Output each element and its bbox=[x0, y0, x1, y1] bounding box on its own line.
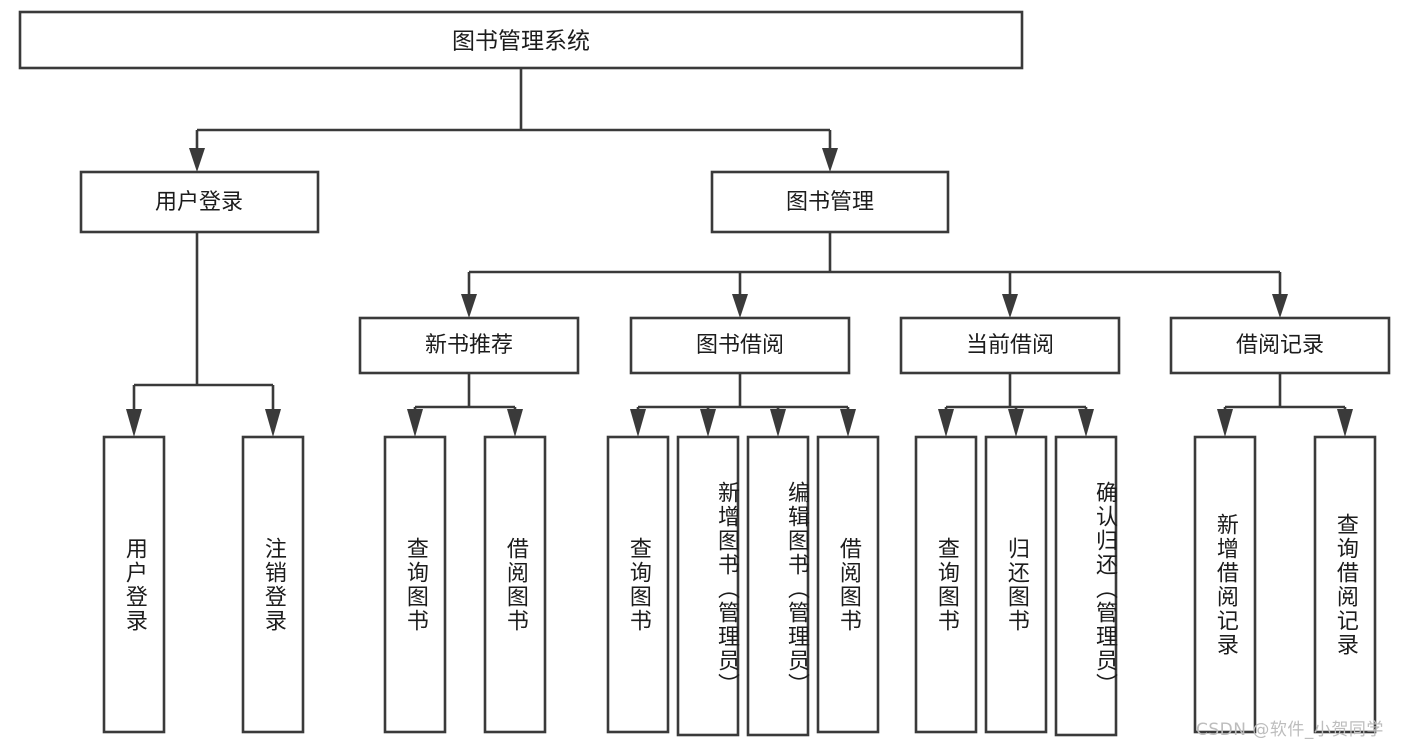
arrow-book-borrow-leaf4-icon bbox=[840, 409, 856, 437]
csdn-watermark: CSDN @软件_小贺同学 bbox=[1196, 720, 1384, 740]
node-book-manage-box[interactable] bbox=[710, 170, 950, 234]
leaf-box-current-borrow-1[interactable] bbox=[914, 435, 978, 734]
edges-current-borrow-to-leaves bbox=[938, 373, 1094, 437]
arrow-borrow-record-leaf1-icon bbox=[1217, 409, 1233, 437]
edges-borrow-record-to-leaves bbox=[1217, 373, 1353, 437]
leaf-box-new-book-2[interactable] bbox=[483, 435, 547, 734]
arrow-new-book-leaf2-icon bbox=[507, 409, 523, 437]
arrow-user-login-leaf2-icon bbox=[265, 409, 281, 437]
arrow-current-borrow-leaf1-icon bbox=[938, 409, 954, 437]
node-user-login-box[interactable] bbox=[79, 170, 320, 234]
node-root[interactable]: 图书管理系统 bbox=[18, 10, 1024, 70]
leaf-box-borrow-record-2[interactable] bbox=[1313, 435, 1377, 734]
edges-book-manage-to-level3 bbox=[461, 232, 1288, 318]
node-new-book-recommend[interactable]: 新书推荐 bbox=[358, 316, 580, 375]
node-book-borrow-label: 图书借阅 bbox=[696, 333, 784, 358]
arrow-new-book-leaf1-icon bbox=[407, 409, 423, 437]
leaf-box-book-borrow-1[interactable] bbox=[606, 435, 670, 734]
leaf-box-current-borrow-3[interactable] bbox=[1054, 435, 1118, 737]
arrow-to-book-manage-icon bbox=[822, 148, 838, 172]
node-borrow-record-label: 借阅记录 bbox=[1236, 333, 1324, 358]
leaf-box-current-borrow-2[interactable] bbox=[984, 435, 1048, 734]
node-book-manage[interactable]: 图书管理 bbox=[710, 170, 950, 234]
node-current-borrow-label: 当前借阅 bbox=[966, 333, 1054, 358]
arrow-user-login-leaf1-icon bbox=[126, 409, 142, 437]
leaf-box-user-login-2[interactable] bbox=[241, 435, 305, 734]
edges-book-borrow-to-leaves bbox=[630, 373, 856, 437]
node-root-box[interactable] bbox=[18, 10, 1024, 70]
leaf-box-book-borrow-3[interactable] bbox=[746, 435, 810, 737]
leaf-box-book-borrow-2[interactable] bbox=[676, 435, 740, 737]
arrow-book-borrow-leaf1-icon bbox=[630, 409, 646, 437]
leaf-box-user-login-1[interactable] bbox=[102, 435, 166, 734]
arrow-current-borrow-leaf2-icon bbox=[1008, 409, 1024, 437]
arrow-borrow-record-leaf2-icon bbox=[1337, 409, 1353, 437]
arrow-to-user-login-icon bbox=[189, 148, 205, 172]
arrow-book-borrow-leaf3-icon bbox=[770, 409, 786, 437]
node-current-borrow[interactable]: 当前借阅 bbox=[899, 316, 1121, 375]
arrow-to-new-book-icon bbox=[461, 294, 477, 318]
edges-user-login-to-leaves bbox=[126, 232, 281, 437]
edges-new-book-to-leaves bbox=[407, 373, 523, 437]
node-current-borrow-box[interactable] bbox=[899, 316, 1121, 375]
node-new-book-recommend-label: 新书推荐 bbox=[425, 333, 513, 358]
arrow-book-borrow-leaf2-icon bbox=[700, 409, 716, 437]
edges-root-to-level2 bbox=[189, 68, 838, 172]
node-user-login[interactable]: 用户登录 bbox=[79, 170, 320, 234]
leaf-box-borrow-record-1[interactable] bbox=[1193, 435, 1257, 734]
node-new-book-recommend-box[interactable] bbox=[358, 316, 580, 375]
arrow-to-current-borrow-icon bbox=[1002, 294, 1018, 318]
arrow-to-book-borrow-icon bbox=[732, 294, 748, 318]
node-book-borrow-box[interactable] bbox=[629, 316, 851, 375]
node-book-manage-label: 图书管理 bbox=[786, 190, 874, 215]
node-root-label: 图书管理系统 bbox=[452, 29, 590, 55]
node-borrow-record-box[interactable] bbox=[1169, 316, 1391, 375]
arrow-to-borrow-record-icon bbox=[1272, 294, 1288, 318]
node-user-login-label: 用户登录 bbox=[155, 190, 243, 215]
node-book-borrow[interactable]: 图书借阅 bbox=[629, 316, 851, 375]
arrow-current-borrow-leaf3-icon bbox=[1078, 409, 1094, 437]
leaf-box-new-book-1[interactable] bbox=[383, 435, 447, 734]
leaf-box-book-borrow-4[interactable] bbox=[816, 435, 880, 734]
node-borrow-record[interactable]: 借阅记录 bbox=[1169, 316, 1391, 375]
